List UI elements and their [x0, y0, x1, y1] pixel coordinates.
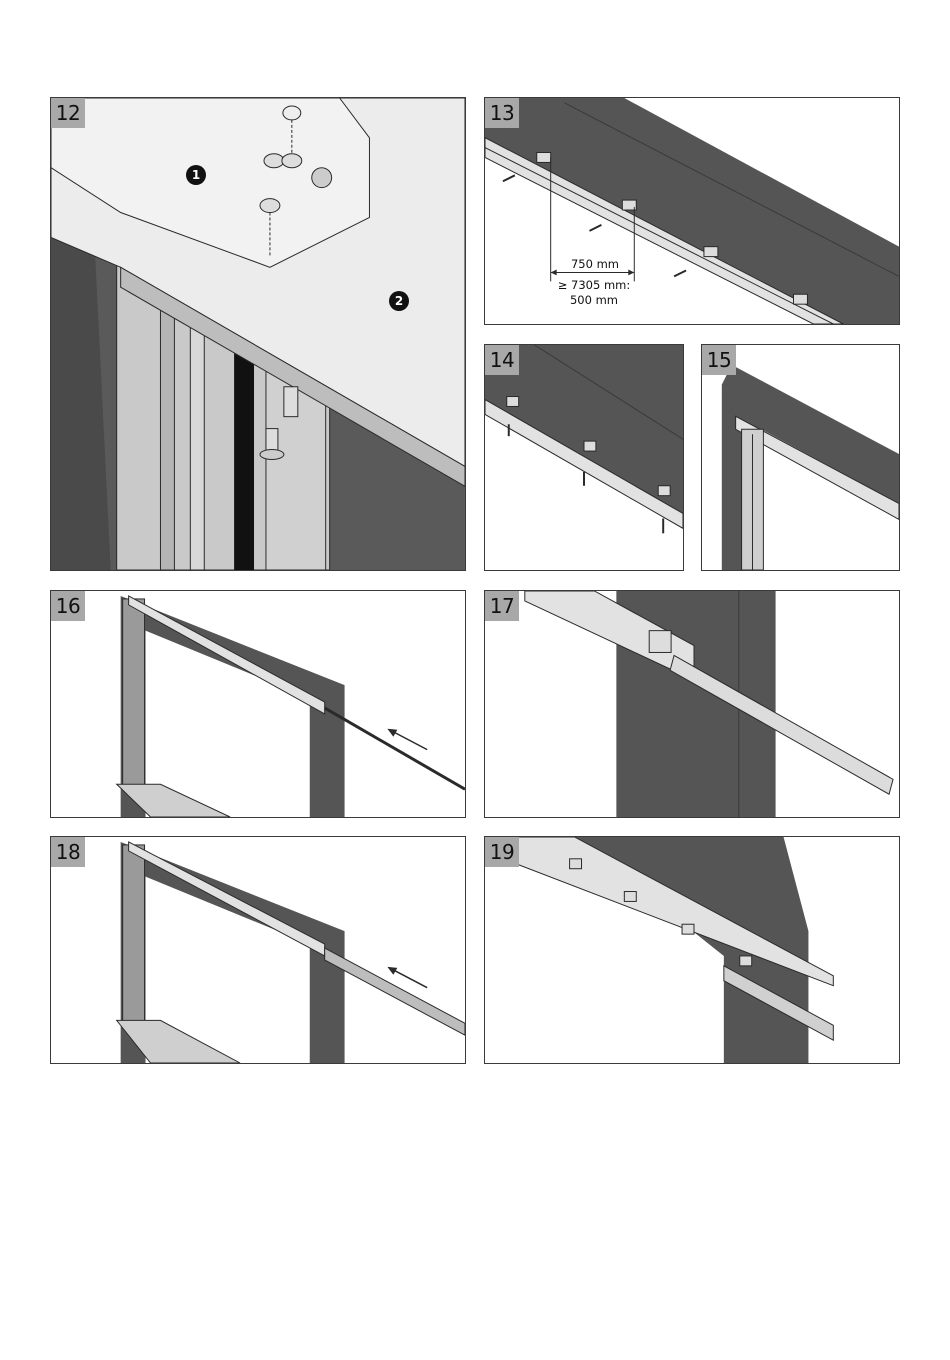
step-number: 15: [702, 345, 736, 375]
step-number: 13: [485, 98, 519, 128]
illustration-step-17: [485, 591, 899, 817]
dimension-rule-line-2: 500 mm: [549, 294, 639, 307]
callout-2: 2: [389, 291, 409, 311]
step-number: 14: [485, 345, 519, 375]
dimension-rule-line-1: ≥ 7305 mm:: [549, 279, 639, 292]
panel-step-13: 13 750 mm ≥ 7305 mm: 500 mm: [484, 97, 900, 325]
illustration-step-18: [51, 837, 465, 1063]
illustration-step-19: [485, 837, 899, 1063]
panel-step-14: 14: [484, 344, 684, 571]
panel-step-17: 17: [484, 590, 900, 818]
panel-step-18: 18: [50, 836, 466, 1064]
step-number: 19: [485, 837, 519, 867]
panel-step-19: 19: [484, 836, 900, 1064]
step-number: 17: [485, 591, 519, 621]
callout-1: 1: [186, 165, 206, 185]
illustration-step-16: [51, 591, 465, 817]
step-number: 16: [51, 591, 85, 621]
panel-step-15: 15: [701, 344, 900, 571]
illustration-step-13: [485, 98, 899, 324]
illustration-step-12: [51, 98, 465, 570]
step-number: 12: [51, 98, 85, 128]
illustration-step-15: [702, 345, 899, 570]
step-number: 18: [51, 837, 85, 867]
dimension-spacing-label: 750 mm: [565, 258, 625, 271]
illustration-step-14: [485, 345, 683, 570]
panel-step-12: 12 1 2: [50, 97, 466, 571]
panel-step-16: 16: [50, 590, 466, 818]
